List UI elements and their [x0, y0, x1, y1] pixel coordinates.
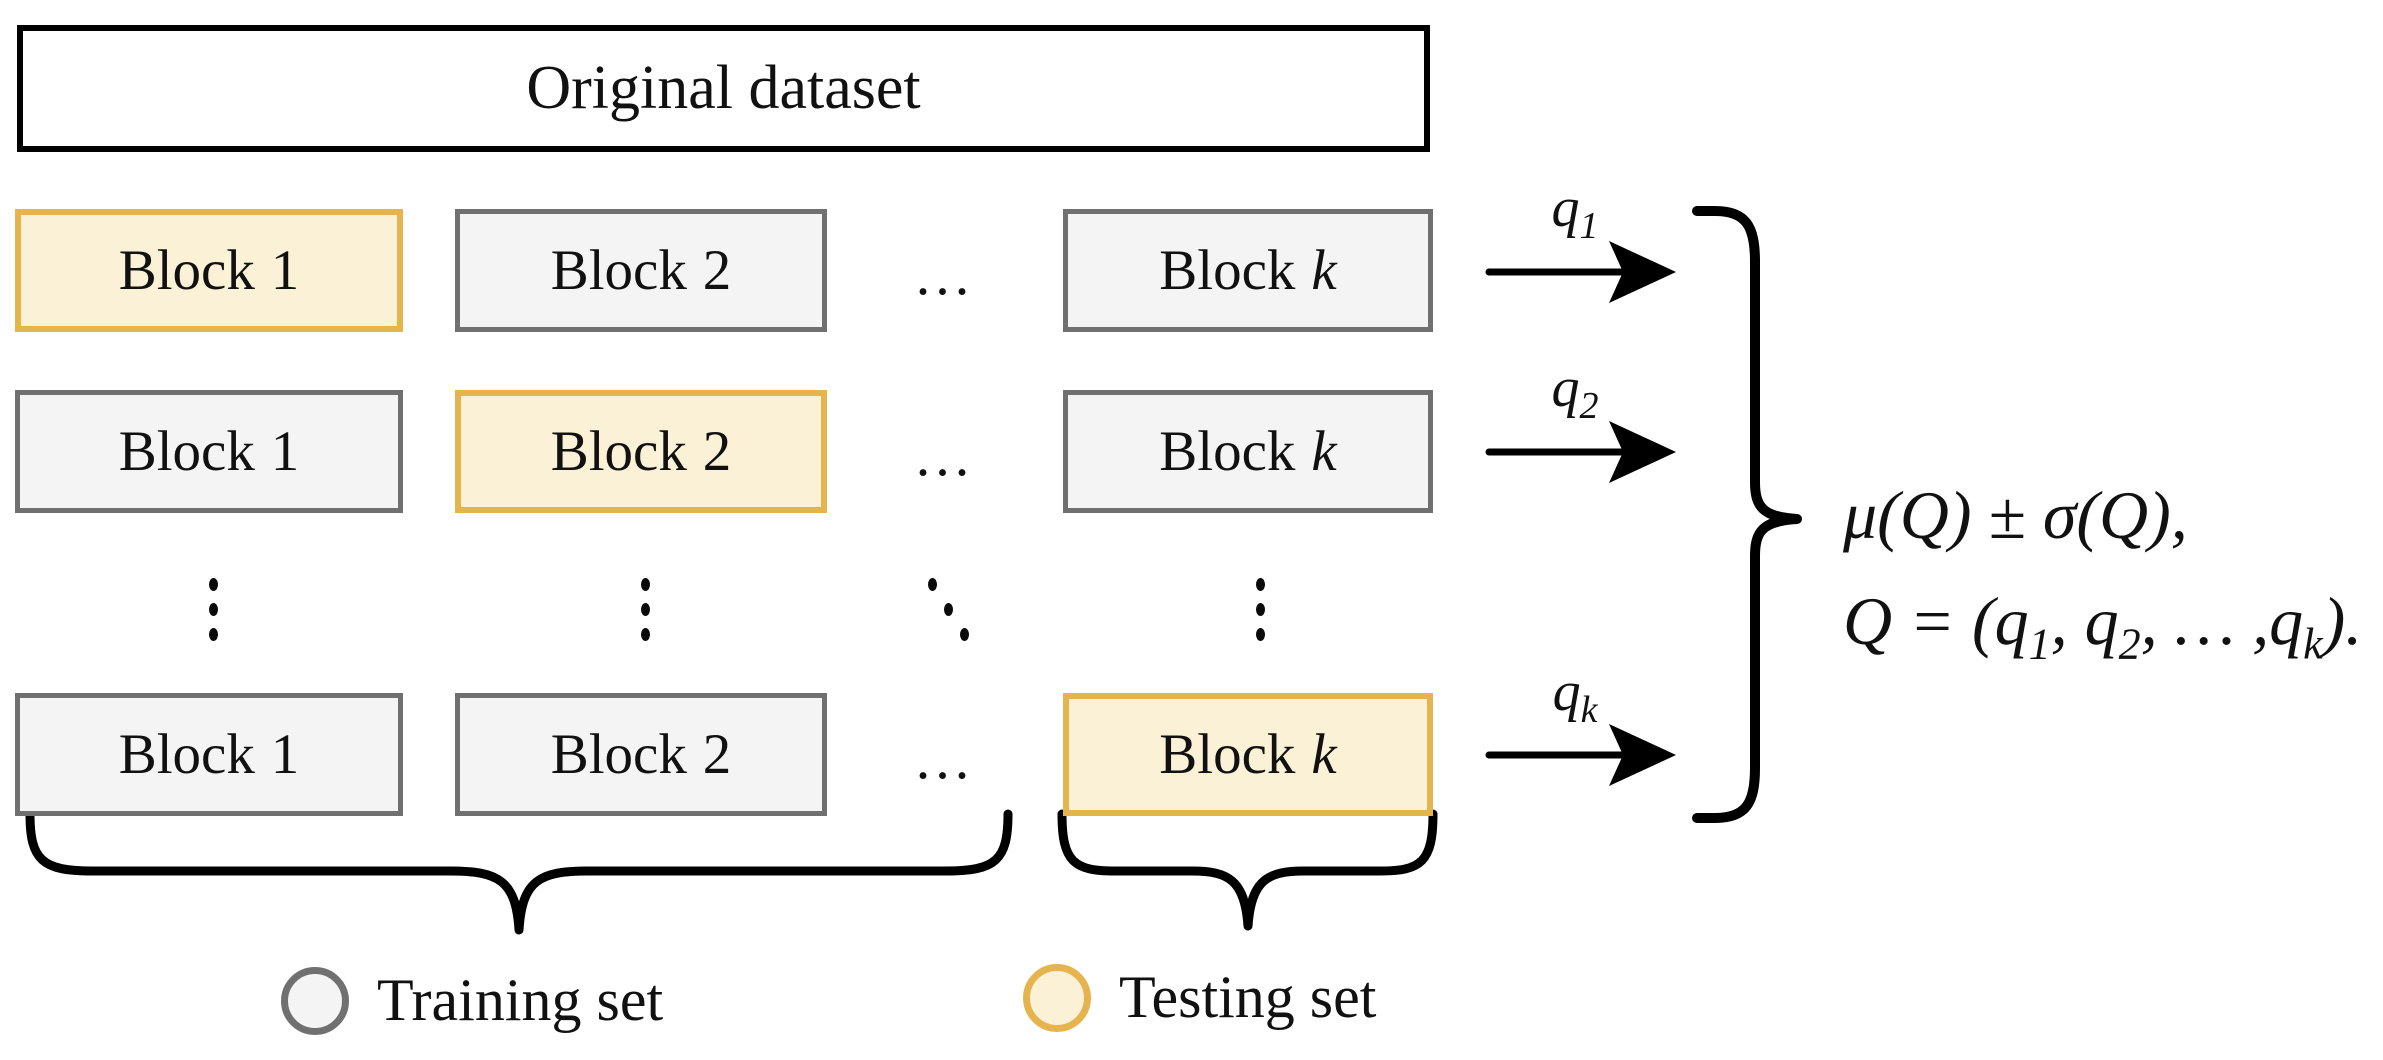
arrowhead-q1 [1609, 241, 1676, 303]
original-dataset-box: Original dataset [17, 25, 1430, 152]
block-label: Block [550, 239, 687, 302]
block-index: k [1311, 723, 1337, 786]
block-label: Block [118, 239, 255, 302]
legend-training-label: Training set [377, 967, 664, 1033]
q2-label: q2 [1551, 357, 1599, 428]
arrowhead-qk [1609, 724, 1676, 786]
block-label: Block [550, 420, 687, 483]
arrowhead-q2 [1609, 421, 1676, 483]
original-dataset-label: Original dataset [526, 54, 921, 122]
block-index: k [1311, 239, 1337, 302]
aggregate-formula: μ(Q) ± σ(Q), Q = (q1, q2, … ,qk). [1843, 462, 2362, 674]
block-label: Block [118, 420, 255, 483]
block-label: Block [1159, 420, 1296, 483]
fold2-ellipsis: ... [915, 423, 975, 488]
vertical-ellipsis-icon [641, 578, 653, 641]
block-label: Block [1159, 723, 1296, 786]
legend-item-training: Training set [281, 966, 663, 1035]
q1-label: q1 [1551, 177, 1599, 248]
block-label: Block [118, 723, 255, 786]
block-index: 2 [702, 420, 732, 483]
testing-under-brace [1057, 809, 1438, 931]
block-index: 2 [702, 239, 732, 302]
foldk-ellipsis: ... [915, 726, 975, 791]
testing-set-swatch-icon [1023, 963, 1091, 1032]
training-under-brace [25, 809, 1013, 935]
block-index: 2 [702, 723, 732, 786]
training-set-swatch-icon [281, 966, 349, 1035]
fold1-ellipsis: ... [915, 242, 975, 307]
block-index: 1 [270, 239, 300, 302]
diagonal-ellipsis-icon [928, 578, 969, 641]
legend-testing-label: Testing set [1119, 964, 1377, 1030]
legend-item-testing: Testing set [1023, 963, 1376, 1032]
block-label: Block [550, 723, 687, 786]
block-index: 1 [270, 420, 300, 483]
block-label: Block [1159, 239, 1296, 302]
formula-line-1: μ(Q) ± σ(Q), [1843, 477, 2188, 553]
block-index: k [1311, 420, 1337, 483]
block-index: 1 [270, 723, 300, 786]
formula-line-2: Q = (q1, q2, … ,qk). [1843, 583, 2363, 669]
vertical-ellipsis-icon [1256, 578, 1268, 641]
qk-label: qk [1552, 661, 1598, 732]
vertical-ellipsis-icon [209, 578, 221, 641]
right-curly-brace [1692, 206, 1802, 823]
